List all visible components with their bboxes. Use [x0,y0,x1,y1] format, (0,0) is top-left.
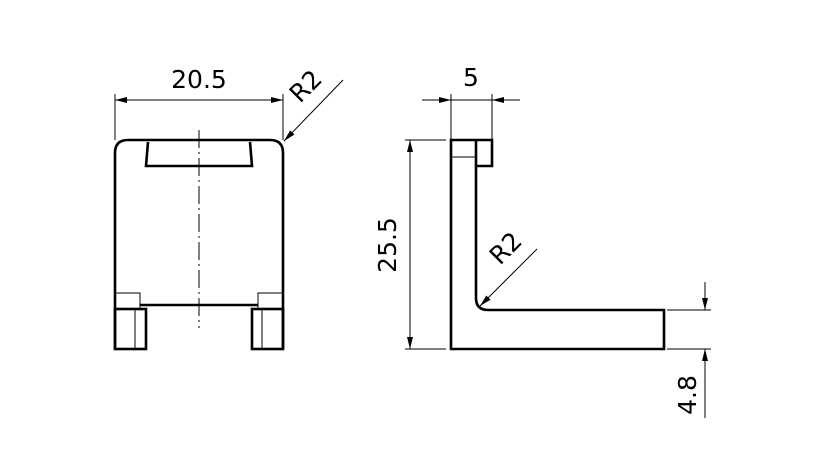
dimension-bend-radius: R2 [479,226,538,307]
side-outline [449,138,666,351]
side-view: 5 25.5 R2 4.8 [373,63,711,418]
dimension-corner-radius: R2 [283,64,344,142]
dimension-depth-label: 5 [463,63,479,92]
bend-radius-label: R2 [484,226,528,270]
dimension-width: 20.5 [114,65,284,140]
dimension-height: 25.5 [373,139,446,350]
left-foot [113,307,148,351]
right-foot [250,307,285,351]
dimension-width-label: 20.5 [171,65,227,94]
dimension-depth: 5 [422,63,520,140]
left-tab [114,292,141,310]
right-tab [257,292,284,310]
corner-radius-label: R2 [284,64,328,108]
dimension-height-label: 25.5 [373,217,402,273]
dimension-thickness-label: 4.8 [673,375,702,415]
dimension-thickness: 4.8 [667,282,711,418]
front-view: 20.5 R2 [113,64,344,351]
